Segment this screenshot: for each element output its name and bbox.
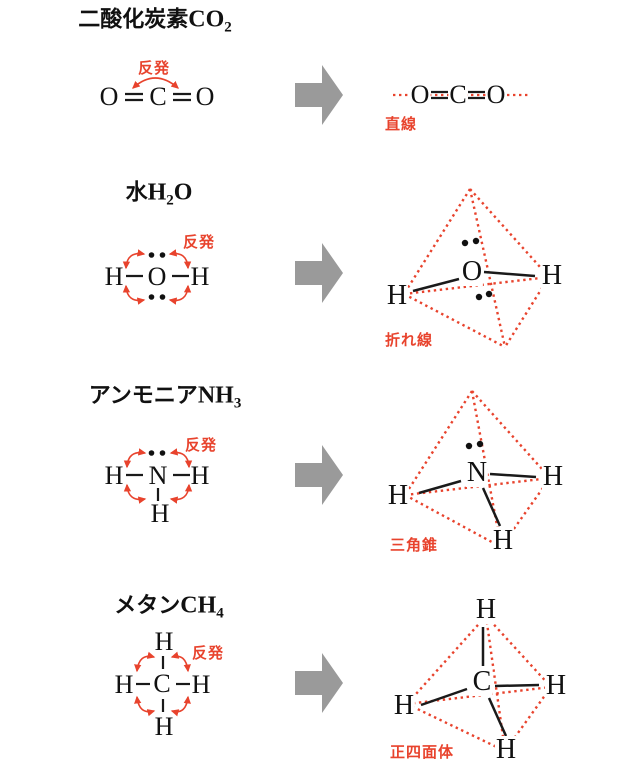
h2o-3d-atom-left: H	[385, 280, 409, 311]
ch4-3d-bonds	[420, 627, 540, 737]
h2o-lewis-atom-left: H	[104, 262, 124, 291]
co2-result-graphics	[393, 90, 530, 100]
nh3-lewis-atom-center: N	[148, 461, 168, 490]
h2o-repulsion-arcs	[122, 249, 192, 305]
ch4-repulsion-label: 反発	[192, 645, 225, 662]
co2-lewis-atom-center: C	[149, 82, 167, 111]
right-arrow-icon	[295, 243, 343, 303]
co2-title: 二酸化炭素CO2	[78, 2, 232, 37]
h2o-repulsion-label: 反発	[183, 234, 216, 251]
h2o-shape-label: 折れ線	[385, 332, 434, 349]
nh3-shape-label: 三角錐	[390, 537, 439, 554]
right-arrow-icon	[295, 65, 343, 125]
ch4-formula-subscript: 4	[216, 605, 224, 622]
nh3-lewis-atom-bottom: H	[150, 499, 170, 528]
nh3-formula: NH	[197, 382, 234, 409]
ch4-3d-atom-center: C	[471, 666, 493, 697]
nh3-lewis-bonds	[126, 473, 190, 501]
h2o-lewis-atom-right: H	[190, 262, 210, 291]
co2-shape-label: 直線	[385, 116, 418, 133]
nh3-lewis-lone-pair	[148, 450, 166, 456]
ch4-3d-atom-left: H	[392, 690, 416, 721]
h2o-title: 水H2O	[126, 175, 193, 210]
nh3-3d-atom-right: H	[541, 461, 565, 492]
right-arrow-icon	[295, 445, 343, 505]
h2o-formula-tail: O	[173, 179, 193, 206]
h2o-3d-atom-center: O	[460, 256, 484, 287]
h2o-3d-bonds	[412, 270, 536, 293]
co2-lewis-atom-right: O	[195, 82, 215, 111]
ch4-3d-atom-right: H	[544, 670, 568, 701]
ch4-lewis-atom-center: C	[153, 669, 171, 698]
co2-lewis-bonds	[125, 92, 191, 102]
ch4-shape-label: 正四面体	[390, 744, 455, 761]
nh3-3d-atom-center: N	[465, 457, 489, 488]
nh3-title: アンモニアNH3	[89, 378, 242, 413]
nh3-lewis-atom-left: H	[104, 461, 124, 490]
ch4-formula: CH	[180, 592, 217, 619]
nh3-3d-atom-bottom: H	[491, 525, 515, 556]
ch4-lewis-atom-right: H	[191, 670, 211, 699]
ch4-title: メタンCH4	[114, 588, 224, 623]
co2-formula-subscript: 2	[224, 19, 232, 36]
nh3-3d-lone-pair	[465, 440, 484, 450]
nh3-formula-subscript: 3	[233, 395, 242, 412]
right-arrow-icon	[295, 653, 343, 713]
nh3-repulsion-label: 反発	[185, 437, 218, 454]
h2o-3d-atom-right: H	[540, 260, 564, 291]
ch4-3d-atom-top: H	[474, 594, 498, 625]
nh3-lewis-atom-right: H	[190, 461, 210, 490]
co2-repulsion-arc	[132, 77, 179, 89]
h2o-lewis-atom-center: O	[147, 262, 167, 291]
co2-repulsion-label: 反発	[138, 60, 171, 77]
co2-result-atom-center: C	[448, 80, 468, 109]
nh3-3d-atom-left: H	[386, 480, 410, 511]
ch4-lewis-atom-top: H	[154, 627, 174, 656]
ch4-lewis-atom-bottom: H	[154, 712, 174, 741]
h2o-lewis-lone-pairs	[148, 252, 166, 300]
nh3-name-jp: アンモニア	[88, 382, 198, 408]
ch4-name-jp: メタン	[114, 592, 181, 618]
h2o-formula-subscript: 2	[166, 192, 174, 209]
co2-lewis-graphics	[132, 77, 179, 89]
co2-result-atom-right: O	[485, 80, 507, 109]
h2o-formula: H	[147, 179, 167, 206]
nh3-3d-bonds	[418, 472, 537, 527]
co2-result-atom-left: O	[409, 80, 431, 109]
co2-lewis-atom-left: O	[99, 82, 119, 111]
co2-name-jp: 二酸化炭素	[78, 6, 189, 32]
ch4-lewis-bonds	[136, 656, 190, 712]
h2o-name-jp: 水	[125, 179, 148, 205]
nh3-repulsion-arcs	[123, 448, 193, 504]
ch4-repulsion-arcs	[134, 651, 191, 717]
h2o-3d-lone-pairs	[461, 237, 493, 301]
ch4-3d-atom-bottom: H	[494, 734, 518, 765]
ch4-lewis-atom-left: H	[114, 670, 134, 699]
co2-formula: CO	[188, 6, 225, 33]
